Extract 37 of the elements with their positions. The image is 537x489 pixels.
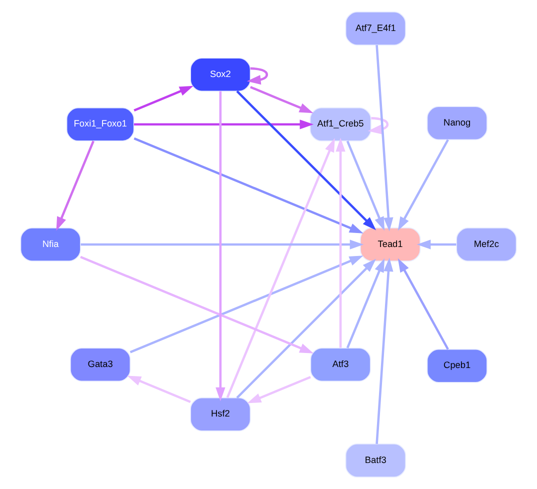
- arrow: [80, 240, 364, 250]
- arrow: [376, 45, 394, 232]
- node-box: Batf3: [345, 443, 406, 478]
- arrow: [56, 140, 94, 231]
- node-box: Atf7_E4f1: [345, 11, 406, 46]
- arrow: [376, 258, 394, 444]
- arrow: [246, 67, 268, 85]
- node-box: Atf1_Creb5: [310, 107, 372, 142]
- node-box: Gata3: [70, 348, 131, 382]
- node-box: Cpeb1: [426, 348, 488, 383]
- arrow: [236, 258, 376, 399]
- node-box: Nanog: [426, 106, 488, 140]
- arrow: [398, 139, 449, 231]
- arrow: [130, 256, 364, 354]
- arrow: [398, 258, 449, 350]
- arrow: [346, 140, 385, 231]
- node-box: Mef2c: [456, 227, 517, 262]
- arrow: [416, 240, 456, 250]
- arrow: [226, 138, 335, 398]
- node-box: Foxi1_Foxo1: [66, 107, 134, 142]
- node-box: Tead1: [360, 227, 421, 262]
- arrow: [127, 376, 191, 403]
- arrow: [216, 91, 226, 402]
- arrow: [80, 256, 314, 354]
- node-box: Sox2: [190, 58, 251, 92]
- arrow: [236, 90, 376, 230]
- arrow: [134, 120, 314, 130]
- node-box: Nfia: [20, 227, 81, 262]
- arrow: [346, 258, 385, 348]
- arrow: [134, 86, 194, 112]
- arrow: [247, 376, 311, 404]
- arrow: [134, 137, 364, 234]
- arrow: [368, 117, 389, 134]
- arrow: [250, 86, 314, 114]
- node-box: Hsf2: [190, 397, 251, 432]
- node-box: Atf3: [310, 348, 371, 382]
- arrow: [336, 138, 346, 348]
